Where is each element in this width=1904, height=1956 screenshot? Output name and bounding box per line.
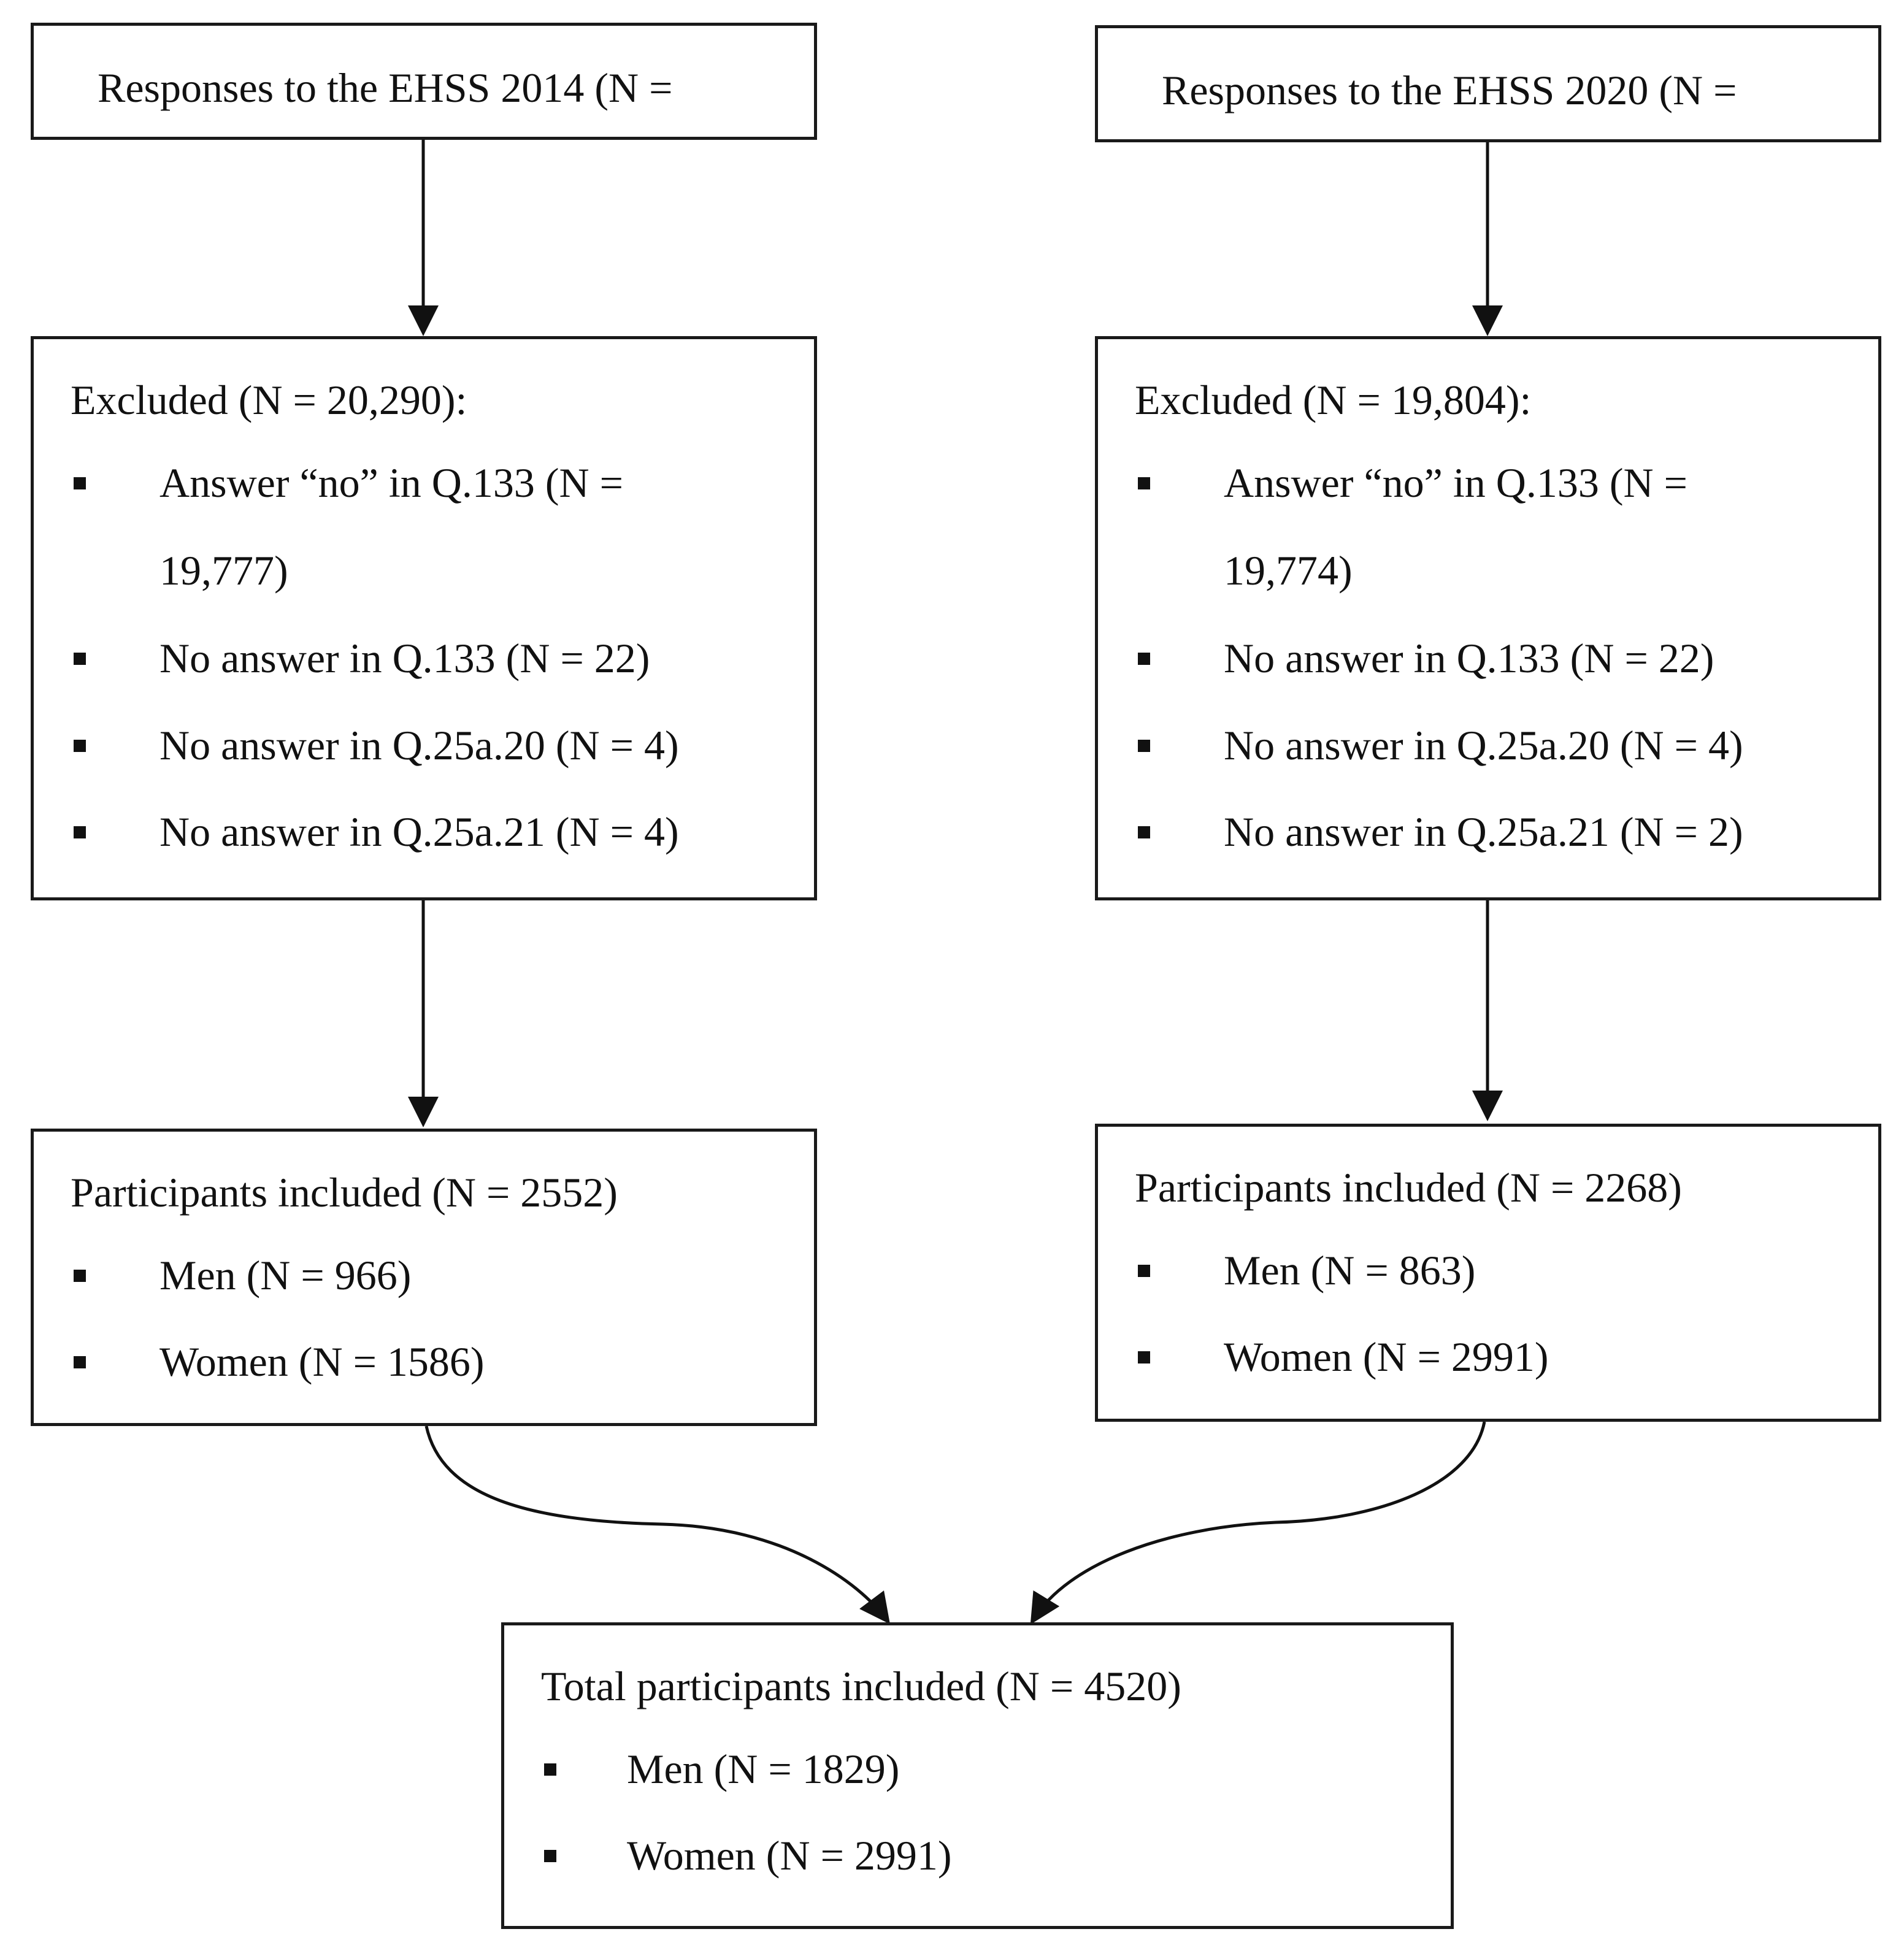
total-men: Men (N = 1829): [627, 1746, 900, 1792]
bullet-icon: [1138, 1265, 1150, 1277]
bullet-icon: [74, 740, 86, 752]
bullet-icon: [544, 1763, 556, 1776]
total-women: Women (N = 2991): [627, 1832, 952, 1879]
excluded-2020-item: 19,774): [1224, 547, 1353, 594]
included-2014-box: Participants included (N = 2552) Men (N …: [31, 1129, 817, 1426]
excluded-2020-item: Answer “no” in Q.133 (N =: [1224, 459, 1687, 506]
bullet-icon: [1138, 826, 1150, 838]
arrow-2014-included-to-total: [424, 1425, 891, 1624]
bullet-icon: [1138, 477, 1150, 489]
bullet-icon: [74, 826, 86, 838]
excluded-2020-item: No answer in Q.25a.20 (N = 4): [1224, 722, 1743, 769]
bullet-icon: [74, 477, 86, 489]
bullet-icon: [74, 653, 86, 665]
included-2020-title: Participants included (N = 2268): [1135, 1164, 1682, 1211]
excluded-2014-title: Excluded (N = 20,290):: [71, 377, 467, 423]
excluded-2014-item: No answer in Q.133 (N = 22): [159, 635, 650, 681]
bullet-icon: [1138, 740, 1150, 752]
included-2014-women: Women (N = 1586): [159, 1338, 485, 1385]
bullet-icon: [1138, 653, 1150, 665]
included-2020-women: Women (N = 2991): [1224, 1333, 1549, 1380]
excluded-2020-box: Excluded (N = 19,804): Answer “no” in Q.…: [1095, 336, 1881, 900]
bullet-icon: [1138, 1351, 1150, 1363]
arrow-2020-included-to-total: [1030, 1421, 1486, 1625]
bullet-icon: [544, 1850, 556, 1862]
responses-2020-box: Responses to the EHSS 2020 (N =: [1095, 25, 1881, 142]
excluded-2014-box: Excluded (N = 20,290): Answer “no” in Q.…: [31, 336, 817, 900]
total-title: Total participants included (N = 4520): [541, 1663, 1181, 1709]
excluded-2014-item: 19,777): [159, 547, 288, 594]
included-2020-men: Men (N = 863): [1224, 1247, 1476, 1294]
included-2014-men: Men (N = 966): [159, 1252, 412, 1298]
excluded-2014-item: No answer in Q.25a.20 (N = 4): [159, 722, 679, 769]
included-2020-box: Participants included (N = 2268) Men (N …: [1095, 1124, 1881, 1422]
excluded-2014-item: Answer “no” in Q.133 (N =: [159, 459, 623, 506]
excluded-2020-item: No answer in Q.25a.21 (N = 2): [1224, 808, 1743, 855]
bullet-icon: [74, 1356, 86, 1368]
excluded-2020-title: Excluded (N = 19,804):: [1135, 377, 1532, 423]
responses-2020-text: Responses to the EHSS 2020 (N =: [1162, 67, 1737, 113]
total-box: Total participants included (N = 4520) M…: [501, 1622, 1454, 1929]
bullet-icon: [74, 1270, 86, 1282]
responses-2014-text: Responses to the EHSS 2014 (N =: [98, 64, 673, 111]
included-2014-title: Participants included (N = 2552): [71, 1169, 618, 1216]
excluded-2020-item: No answer in Q.133 (N = 22): [1224, 635, 1714, 681]
excluded-2014-item: No answer in Q.25a.21 (N = 4): [159, 808, 679, 855]
responses-2014-box: Responses to the EHSS 2014 (N =: [31, 23, 817, 140]
